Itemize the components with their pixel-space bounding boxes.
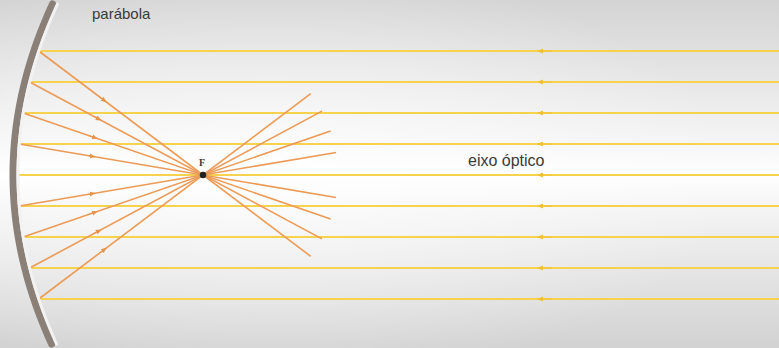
parallel-ray — [39, 50, 779, 52]
axis-label: eixo óptico — [468, 152, 545, 170]
ray-arrow — [89, 136, 95, 138]
ray-arrow — [94, 231, 99, 234]
parallel-ray — [30, 267, 779, 269]
ray-arrow — [540, 237, 552, 238]
ray-arrow — [540, 175, 552, 176]
parallel-ray — [30, 81, 779, 83]
reflected-ray — [30, 82, 322, 239]
parallel-ray — [18, 174, 779, 176]
ray-arrow — [540, 268, 552, 269]
parallel-ray — [39, 298, 779, 300]
ray-arrow — [540, 82, 552, 83]
parallel-ray — [19, 205, 779, 207]
curve-label: parábola — [92, 6, 150, 23]
reflected-ray — [39, 94, 311, 299]
reflected-ray — [30, 111, 322, 268]
ray-arrow — [94, 116, 99, 119]
mirror-surface — [18, 4, 58, 344]
parallel-ray — [23, 236, 779, 238]
ray-arrow — [100, 97, 105, 101]
ray-arrow — [540, 206, 552, 207]
ray-arrow — [89, 212, 95, 214]
ray-arrow — [100, 249, 105, 253]
ray-arrow — [87, 193, 93, 195]
parallel-ray — [19, 143, 779, 145]
focus-point — [200, 172, 206, 178]
ray-arrow — [540, 144, 552, 145]
mirror — [13, 4, 58, 344]
ray-arrow — [87, 155, 93, 157]
reflected-ray — [23, 131, 330, 237]
reflected-ray — [23, 113, 330, 219]
ray-arrow — [540, 113, 552, 114]
ray-arrow — [540, 51, 552, 52]
reflected-ray — [19, 153, 336, 206]
parallel-ray — [23, 112, 779, 114]
focus-label: F — [198, 157, 206, 168]
rays — [18, 51, 779, 299]
ray-arrow — [540, 299, 552, 300]
